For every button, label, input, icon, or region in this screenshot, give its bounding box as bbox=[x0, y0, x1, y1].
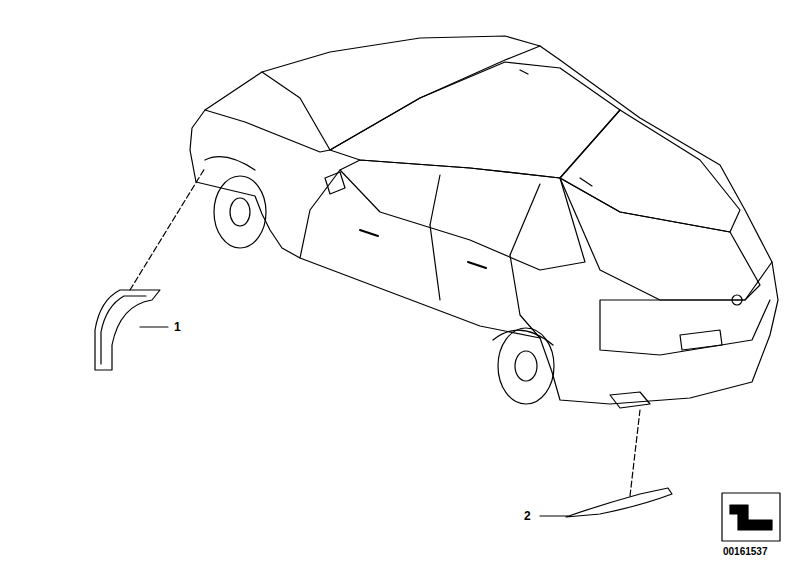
trunk-lid bbox=[560, 178, 760, 300]
front-hub bbox=[230, 198, 250, 226]
part-1-inner bbox=[101, 296, 146, 364]
callout-line bbox=[540, 515, 568, 516]
badge bbox=[732, 295, 742, 305]
leader-line bbox=[630, 410, 640, 496]
hood-lines bbox=[205, 46, 540, 152]
wheel-arch bbox=[493, 330, 553, 345]
door-handles bbox=[360, 230, 486, 268]
window-pillars bbox=[430, 175, 540, 255]
plate bbox=[680, 330, 722, 350]
wheel-arch bbox=[205, 157, 255, 170]
leader-line bbox=[130, 168, 205, 290]
callout-number: 1 bbox=[174, 321, 181, 333]
exhaust bbox=[610, 392, 650, 408]
door-lines bbox=[300, 170, 540, 338]
diagram-number: 00161537 bbox=[723, 547, 768, 557]
antenna bbox=[520, 70, 592, 186]
icon-symbol bbox=[730, 505, 772, 530]
mirror bbox=[325, 172, 345, 194]
rear-hub bbox=[515, 351, 537, 381]
side-windows bbox=[340, 160, 585, 270]
rear-window bbox=[560, 110, 740, 232]
part-1 bbox=[95, 290, 160, 370]
icon-frame bbox=[722, 493, 780, 541]
callout-line bbox=[140, 326, 168, 327]
car-body bbox=[190, 36, 778, 404]
callout-number: 2 bbox=[524, 510, 531, 522]
part-2 bbox=[566, 488, 672, 517]
rear-panel bbox=[600, 262, 772, 355]
front-wheel bbox=[214, 176, 266, 248]
